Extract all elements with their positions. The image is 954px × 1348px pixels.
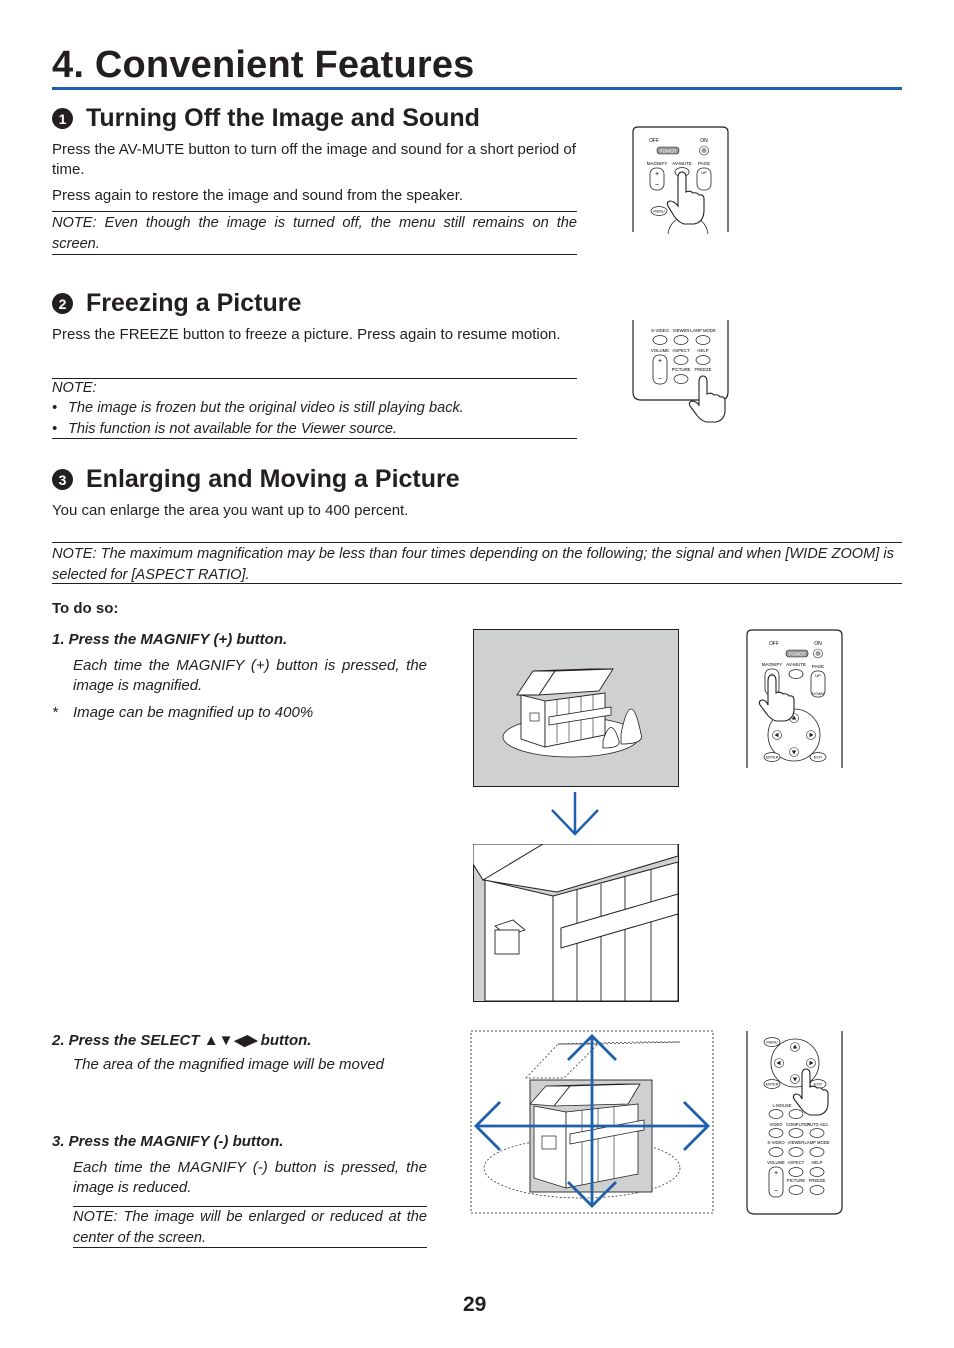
section1-note: NOTE: Even though the image is turned of… (52, 215, 577, 252)
move-arrows-icon (474, 1034, 710, 1208)
section3-note: NOTE: The maximum magnification may be l… (52, 546, 894, 583)
remote-label-computer: COMPUTER (786, 1122, 810, 1127)
note-rule-top (52, 378, 577, 379)
remote-label-exit: EXIT (814, 756, 823, 760)
remote-label-page: PAGE (812, 664, 824, 669)
todo-heading: To do so: (52, 600, 119, 617)
note-rule-bottom (52, 583, 902, 584)
remote-label-picture: PICTURE (787, 1178, 806, 1183)
step2-body: The area of the magnified image will be … (73, 1056, 385, 1073)
step3-heading: 3. Press the MAGNIFY (-) button. (52, 1133, 284, 1150)
note-rule-top (73, 1206, 427, 1207)
section3-number: 3 (52, 469, 73, 490)
remote-minus: − (774, 1188, 778, 1195)
remote-label-lamp-mode: LAMP MODE (804, 1140, 829, 1145)
remote-label-down: DOWN (812, 691, 825, 696)
note-rule-top (52, 211, 577, 212)
section3-heading: 3 Enlarging and Moving a Picture (52, 465, 460, 494)
remote-label-s-video: S-VIDEO (767, 1140, 785, 1145)
remote-label-magnify: MAGNIFY (647, 161, 668, 166)
remote-label-on: ON (814, 641, 822, 647)
chapter-rule (52, 87, 902, 90)
section2-note-head: NOTE: (52, 380, 97, 396)
remote-label-freeze: FREEZE (695, 367, 712, 372)
remote-magnify-plus-illustration: OFF ON POWER MAGNIFY AV-MUTE PAGE + UP D… (746, 629, 843, 768)
section1-title: Turning Off the Image and Sound (86, 104, 480, 132)
remote-label-video: VIDEO (769, 1122, 783, 1127)
remote-label-on: ON (700, 138, 708, 144)
remote-av-mute-illustration: OFF ON POWER MAGNIFY AV-MUTE PAGE + − UP… (632, 126, 729, 234)
screen-normal-house-image (473, 629, 679, 787)
remote-label-power: POWER (788, 652, 806, 657)
remote-label-av-mute: AV-MUTE (672, 161, 692, 166)
section2-title: Freezing a Picture (86, 289, 302, 317)
step3-note: NOTE: The image will be enlarged or redu… (73, 1209, 427, 1246)
section1-heading: 1 Turning Off the Image and Sound (52, 104, 480, 133)
note-rule-bottom (52, 438, 577, 439)
section2-bullet-2: • This function is not available for the… (52, 419, 577, 440)
section3-para1: You can enlarge the area you want up to … (52, 502, 409, 519)
remote-select-illustration: MENU ENTER EXIT L-MOUSE VIDEO COMPUTER A… (746, 1031, 843, 1215)
remote-label-help: HELP (697, 348, 708, 353)
section1-para1: Press the AV-MUTE button to turn off the… (52, 141, 576, 178)
step1-footnote-mark: * (52, 704, 58, 721)
section3-title: Enlarging and Moving a Picture (86, 465, 460, 493)
step1-body: Each time the MAGNIFY (+) button is pres… (73, 657, 427, 694)
remote-label-menu: MENU (766, 1041, 777, 1045)
remote-freeze-illustration: S-VIDEO VIEWER LAMP MODE VOLUME ASPECT H… (632, 320, 729, 423)
remote-label-up: UP (701, 170, 707, 175)
remote-label-magnify: MAGNIFY (762, 662, 783, 667)
note-rule-top (52, 542, 902, 543)
bullet-mark: • (52, 400, 58, 416)
screen-magnified-house-image (473, 844, 679, 1002)
remote-label-power: POWER (659, 149, 677, 154)
remote-label-av-mute: AV-MUTE (786, 662, 806, 667)
remote-label-aspect: ASPECT (788, 1160, 805, 1165)
remote-label-s-video: S-VIDEO (651, 328, 669, 333)
section2-para1: Press the FREEZE button to freeze a pict… (52, 326, 561, 343)
note-rule-bottom (52, 254, 577, 255)
remote-label-up: UP (815, 673, 821, 678)
note-rule-bottom (73, 1247, 427, 1248)
section2-bullet-1: • The image is frozen but the original v… (52, 398, 577, 419)
remote-label-off: OFF (769, 641, 779, 647)
remote-label-page: PAGE (698, 161, 710, 166)
remote-label-viewer: VIEWER (788, 1140, 805, 1145)
remote-label-volume: VOLUME (767, 1160, 785, 1165)
section2-number: 2 (52, 293, 73, 314)
remote-label-volume: VOLUME (651, 348, 669, 353)
remote-label-aspect: ASPECT (672, 348, 690, 353)
screen-move-area-image (470, 1030, 714, 1214)
section1-number: 1 (52, 108, 73, 129)
step3-body: Each time the MAGNIFY (-) button is pres… (73, 1159, 427, 1196)
step1-heading: 1. Press the MAGNIFY (+) button. (52, 631, 288, 648)
remote-minus: − (658, 376, 662, 383)
page-number: 29 (463, 1293, 487, 1316)
bullet-mark: • (52, 421, 58, 437)
remote-label-help: HELP (812, 1160, 823, 1165)
section1-para2: Press again to restore the image and sou… (52, 187, 464, 204)
remote-label-viewer: VIEWER (673, 328, 690, 333)
remote-label-exit: EXIT (814, 1083, 823, 1087)
step2-heading: 2. Press the SELECT ▲▼◀▶ button. (52, 1032, 312, 1049)
step1-footnote: Image can be magnified up to 400% (73, 704, 314, 721)
arrow-down-icon (551, 792, 599, 836)
remote-minus: − (655, 182, 659, 189)
remote-plus: + (655, 171, 659, 178)
remote-label-auto-adj: AUTO ADJ. (807, 1122, 829, 1127)
chapter-title: 4. Convenient Features (52, 44, 475, 86)
remote-label-off: OFF (649, 138, 659, 144)
remote-label-freeze: FREEZE (809, 1178, 826, 1183)
remote-label-picture: PICTURE (672, 367, 691, 372)
remote-plus: + (658, 358, 662, 365)
remote-label-enter: ENTER (766, 756, 779, 760)
bullet-text: The image is frozen but the original vid… (68, 400, 464, 416)
remote-label-enter: ENTER (766, 1083, 779, 1087)
remote-label-menu: MENU (653, 210, 664, 214)
remote-label-l-mouse: L-MOUSE (772, 1103, 791, 1108)
bullet-text: This function is not available for the V… (68, 421, 398, 437)
remote-label-lamp-mode: LAMP MODE (690, 328, 716, 333)
section2-heading: 2 Freezing a Picture (52, 289, 301, 318)
remote-plus: + (774, 1170, 778, 1177)
